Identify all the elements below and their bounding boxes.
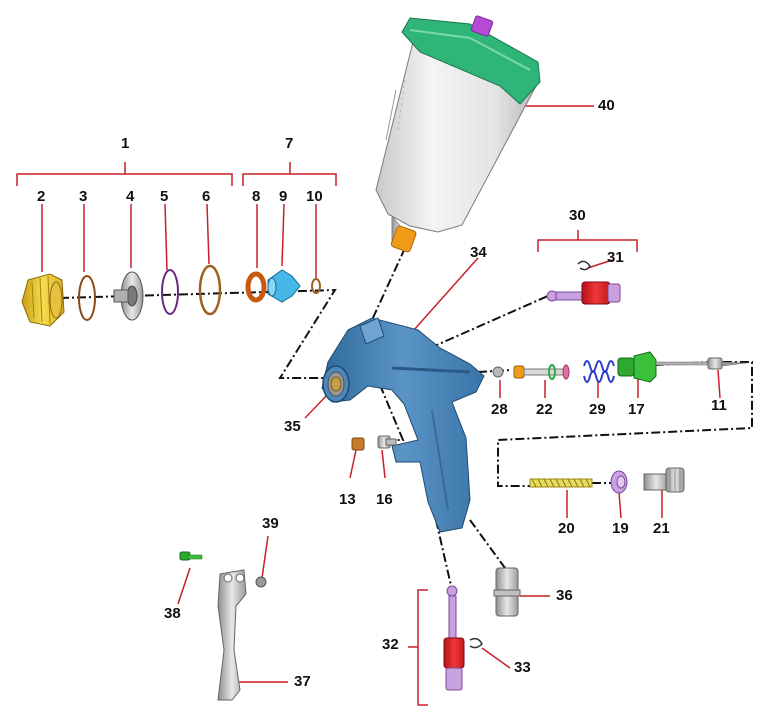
- callout-28: 28: [491, 401, 508, 418]
- callout-30: 30: [569, 207, 586, 224]
- bracket-group-30: [537, 230, 638, 252]
- part-34-gun-body: [321, 317, 485, 533]
- part-6-retaining-ring: [198, 264, 222, 316]
- part-13-trigger-nut: [351, 437, 365, 451]
- callout-29: 29: [589, 401, 606, 418]
- part-8-nozzle-seal: [245, 271, 267, 303]
- callout-22: 22: [536, 401, 553, 418]
- callout-2: 2: [37, 188, 46, 205]
- callout-33: 33: [514, 659, 531, 676]
- part-32-air-adjustment: [443, 585, 465, 691]
- bracket-group-32: [408, 589, 428, 706]
- callout-31: 31: [607, 249, 624, 266]
- part-39-trigger-bushing: [255, 576, 267, 588]
- part-35-nozzle-thread-seat: [322, 365, 350, 403]
- callout-9: 9: [279, 188, 288, 205]
- part-28-ball: [492, 366, 504, 378]
- part-11-fluid-needle: [655, 357, 747, 370]
- callout-36: 36: [556, 587, 573, 604]
- callout-3: 3: [79, 188, 88, 205]
- callout-37: 37: [294, 673, 311, 690]
- part-17-fluid-adjustment-knob: [617, 351, 657, 383]
- part-29-needle-spring-back: [583, 370, 615, 383]
- part-2-air-cap: [21, 273, 65, 327]
- part-3-air-cap-o-ring: [78, 275, 96, 321]
- part-37-trigger: [217, 569, 247, 701]
- callout-11: 11: [711, 397, 727, 414]
- callout-32: 32: [382, 636, 399, 653]
- bracket-group-1: [16, 162, 233, 186]
- callout-16: 16: [376, 491, 393, 508]
- part-4-air-distribution-ring: [113, 271, 144, 321]
- group-brackets: [16, 162, 638, 706]
- part-36-air-inlet-fitting: [493, 567, 521, 617]
- part-38-trigger-stud: [179, 551, 203, 561]
- assembly-axis-lines: [59, 247, 753, 591]
- part-20-air-valve-spring: [529, 478, 593, 488]
- callout-8: 8: [252, 188, 261, 205]
- callout-13: 13: [339, 491, 356, 508]
- callout-40: 40: [598, 97, 615, 114]
- callout-7: 7: [285, 135, 294, 152]
- callout-39: 39: [262, 515, 279, 532]
- part-33-air-adjustment-clip: [469, 637, 483, 649]
- callout-1: 1: [121, 135, 130, 152]
- part-22-needle-seal-set: [513, 364, 570, 380]
- callout-10: 10: [306, 188, 323, 205]
- callout-21: 21: [653, 520, 670, 537]
- callout-5: 5: [160, 188, 169, 205]
- callout-35: 35: [284, 418, 301, 435]
- part-16-trigger-screw: [377, 435, 397, 449]
- callout-19: 19: [612, 520, 629, 537]
- part-9-fluid-nozzle: [267, 269, 301, 303]
- callout-38: 38: [164, 605, 181, 622]
- part-5-seal-ring: [161, 269, 179, 315]
- callout-6: 6: [202, 188, 211, 205]
- callout-20: 20: [558, 520, 575, 537]
- part-21-air-valve-housing: [643, 467, 685, 493]
- part-30-pattern-control: [546, 281, 621, 305]
- callout-4: 4: [126, 188, 135, 205]
- part-19-spring-seat: [610, 470, 628, 494]
- part-10-nozzle-o-ring: [311, 278, 321, 294]
- callout-34: 34: [470, 244, 487, 261]
- part-31-pattern-control-clip: [577, 260, 591, 271]
- bracket-group-7: [242, 162, 337, 186]
- part-29-needle-spring: [583, 360, 615, 373]
- part-40-paint-cup: [375, 15, 541, 253]
- callout-17: 17: [628, 401, 645, 418]
